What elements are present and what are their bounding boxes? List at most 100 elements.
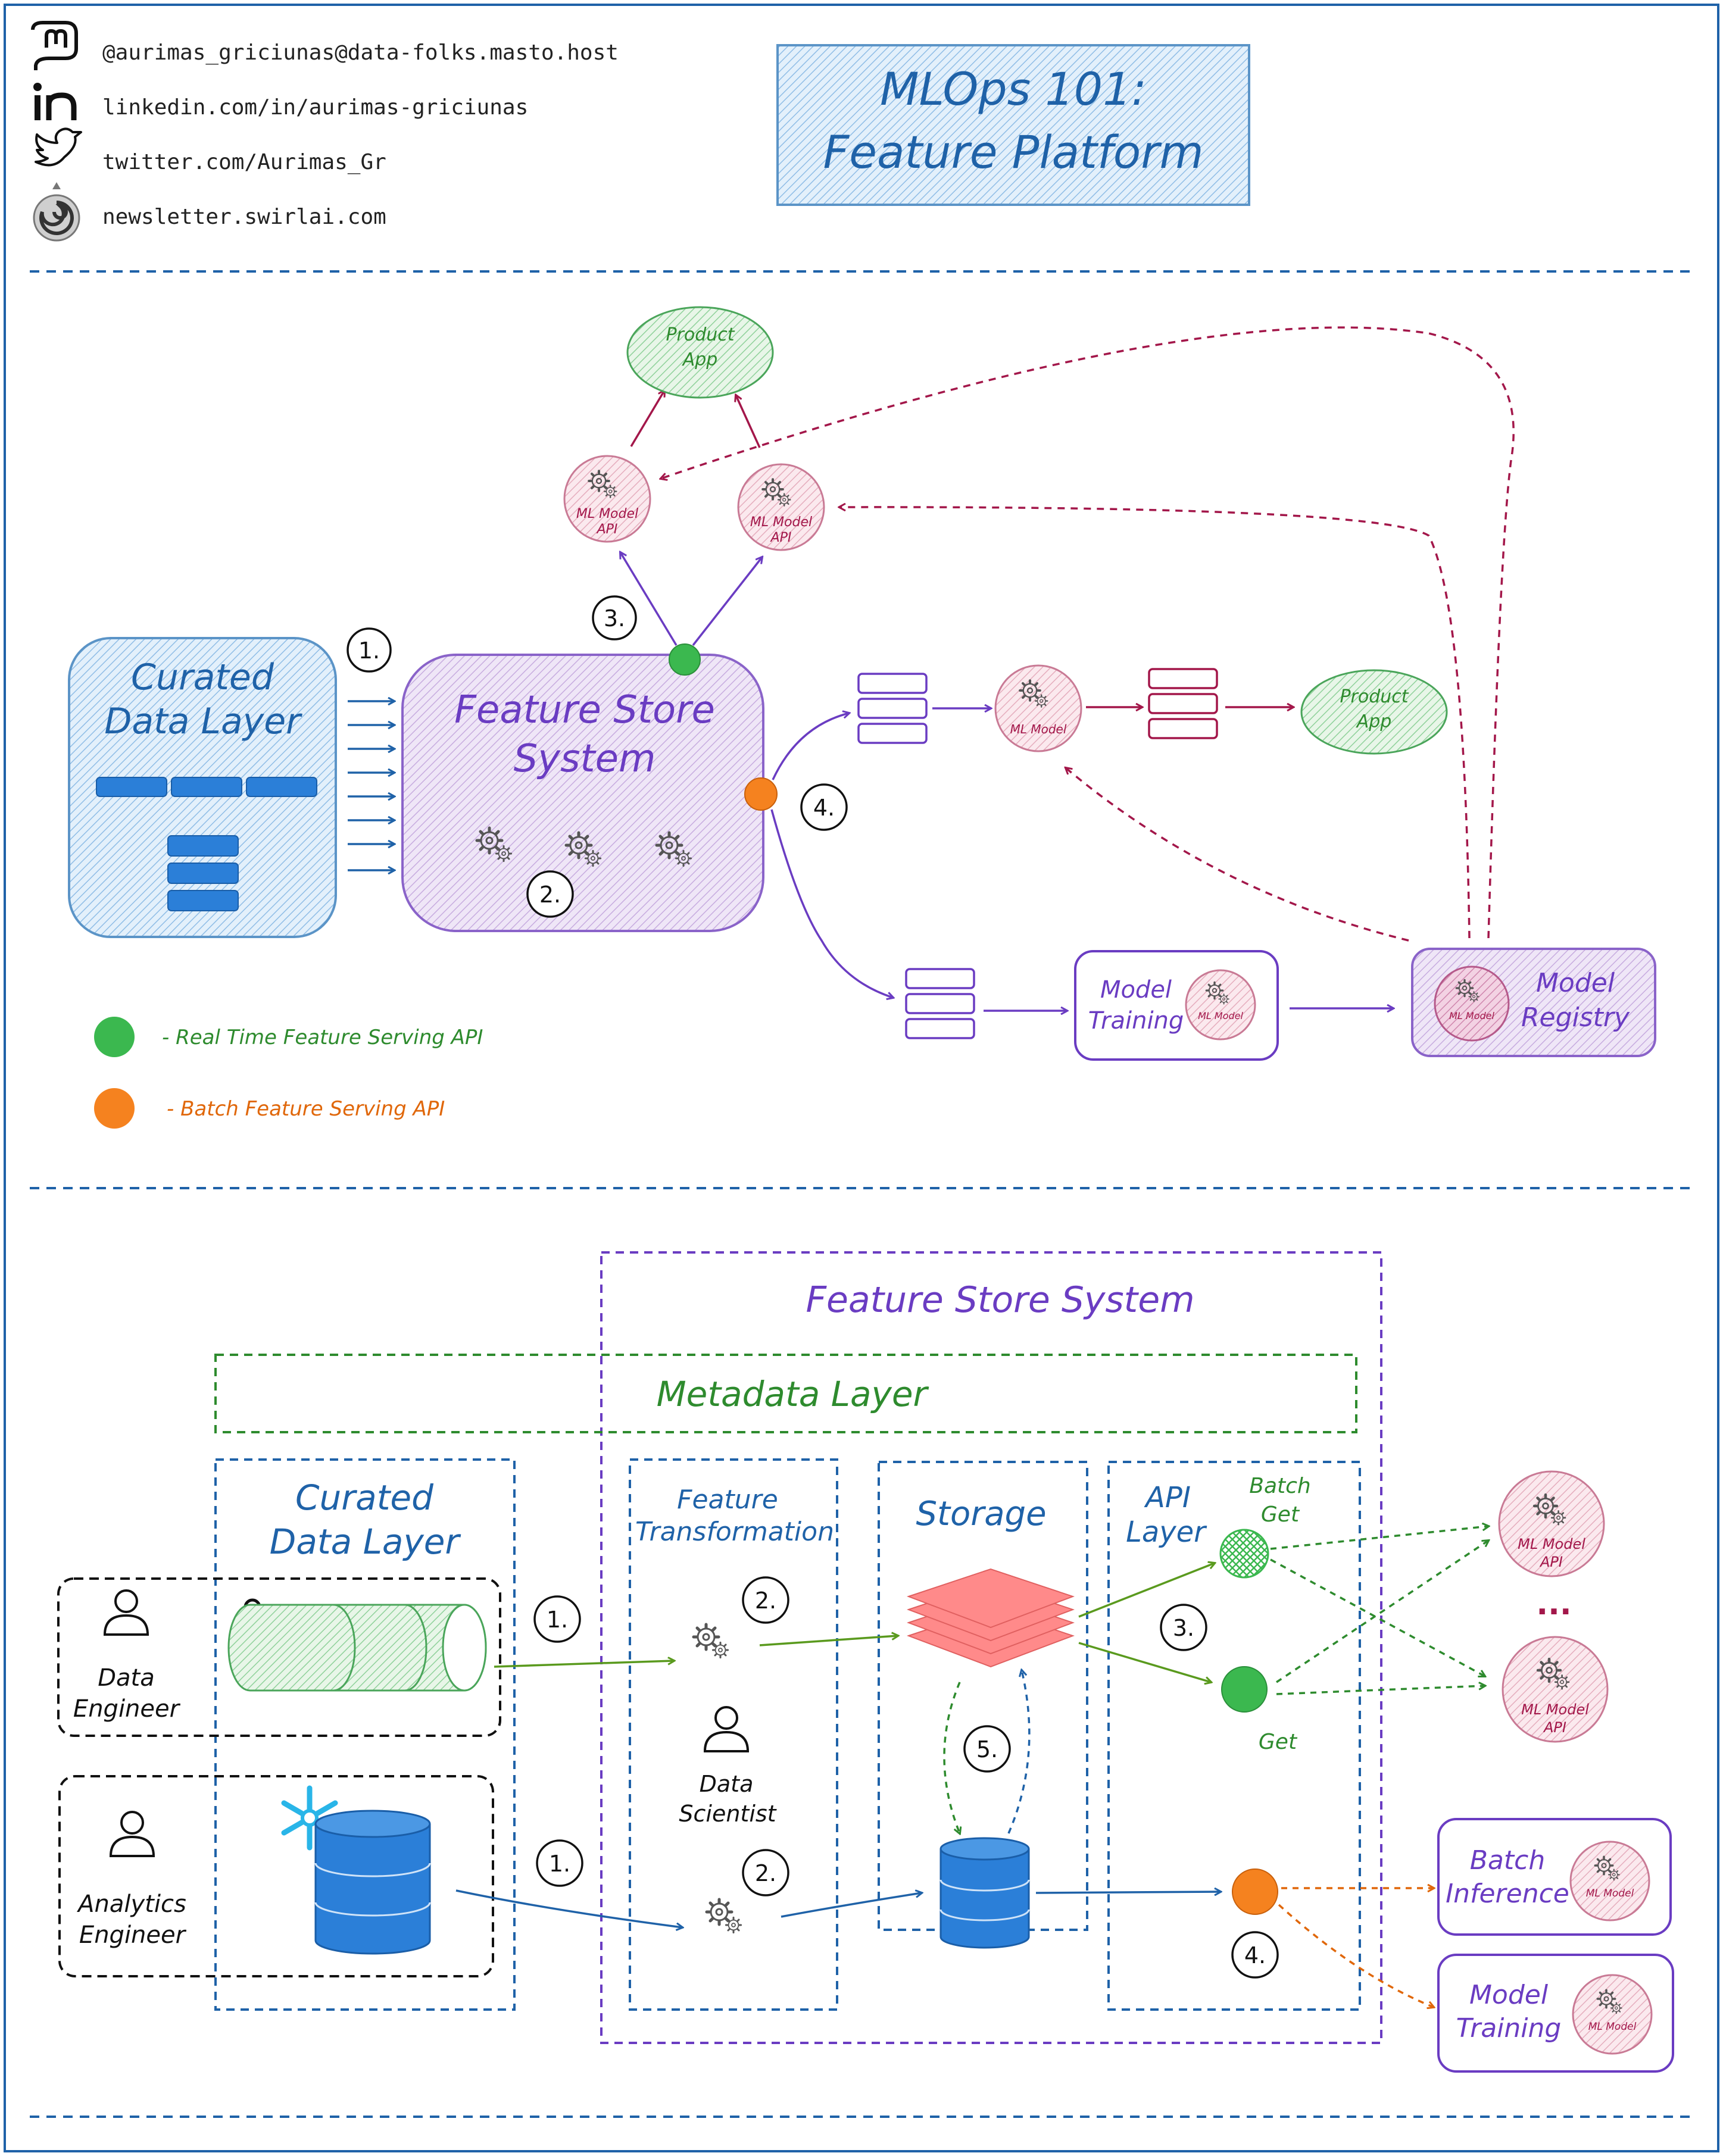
transform-to-online-storage-arrow xyxy=(759,1636,898,1646)
social-newsletter-text[interactable]: newsletter.swirlai.com xyxy=(102,205,386,229)
social-linkedin-text[interactable]: linkedin.com/in/aurimas-griciunas xyxy=(102,95,528,120)
more-models-ellipsis: ... xyxy=(1536,1586,1571,1622)
product-app-top: Product App xyxy=(626,306,774,399)
legend-realtime-text: - Real Time Feature Serving API xyxy=(162,1026,483,1049)
transform-to-offline-storage-arrow xyxy=(781,1893,922,1918)
realtime-api-dot xyxy=(669,643,701,676)
feature-store-system-bottom xyxy=(600,1251,1382,2044)
batch-get-endpoint xyxy=(1219,1529,1269,1579)
svg-text:4.: 4. xyxy=(813,795,835,821)
svg-text:ML Model: ML Model xyxy=(1518,1536,1585,1552)
svg-text:Batch: Batch xyxy=(1249,1474,1310,1498)
svg-text:Transformation: Transformation xyxy=(635,1517,834,1547)
step-4-bottom: 4. xyxy=(1231,1931,1279,1979)
step-1-bottom-b: 1. xyxy=(536,1839,583,1887)
legend-batch-text: - Batch Feature Serving API xyxy=(167,1097,445,1121)
data-engineer-box xyxy=(57,1577,501,1737)
social-twitter-text[interactable]: twitter.com/Aurimas_Gr xyxy=(102,150,386,174)
step-5-bottom: 5. xyxy=(963,1725,1011,1773)
stack-icon xyxy=(167,835,239,911)
svg-text:2.: 2. xyxy=(539,882,561,908)
ml-model-top: ML Model xyxy=(994,664,1082,752)
storage-layer xyxy=(878,1461,1088,1931)
svg-text:ML Model: ML Model xyxy=(576,507,638,521)
fss-top-line2: System xyxy=(514,737,656,781)
svg-text:Model: Model xyxy=(1469,1980,1549,2010)
svg-text:App: App xyxy=(1356,711,1392,732)
svg-text:Data: Data xyxy=(98,1664,155,1692)
svg-text:Analytics: Analytics xyxy=(76,1891,186,1918)
sync-up-arrow xyxy=(1007,1670,1031,1834)
storage-to-batch-get-arrow xyxy=(1078,1563,1215,1618)
svg-text:Product: Product xyxy=(1340,686,1409,707)
svg-text:Model: Model xyxy=(1536,968,1615,998)
step-2-bottom-b: 2. xyxy=(742,1849,789,1896)
offline-to-batch-api-arrow xyxy=(1035,1892,1221,1893)
analytics-engineer-box xyxy=(58,1775,494,1977)
step-1-top: 1. xyxy=(347,627,392,673)
batch-feature-endpoint xyxy=(1232,1868,1278,1915)
swirl-icon xyxy=(33,182,80,242)
offline-storage-database xyxy=(939,1837,1030,1949)
svg-text:Scientist: Scientist xyxy=(679,1801,777,1827)
curated-top-line2: Data Layer xyxy=(104,701,302,742)
svg-text:2.: 2. xyxy=(755,1860,776,1886)
svg-text:2.: 2. xyxy=(755,1588,776,1614)
step-2-bottom-a: 2. xyxy=(742,1576,789,1624)
social-links: @aurimas_griciunas@data-folks.masto.host… xyxy=(31,21,619,242)
ml-model-api-bottom-2: ML Model API xyxy=(1502,1636,1609,1743)
batch-stack-upper xyxy=(857,673,928,744)
step-4-top: 4. xyxy=(800,783,848,831)
svg-text:4.: 4. xyxy=(1244,1942,1266,1968)
stream-cylinder xyxy=(227,1604,487,1692)
svg-text:Training: Training xyxy=(1088,1007,1184,1035)
svg-text:1.: 1. xyxy=(358,638,380,664)
svg-text:Get: Get xyxy=(1261,1502,1300,1527)
title-line1: MLOps 101: xyxy=(880,63,1147,115)
curated-top-line1: Curated xyxy=(131,657,274,698)
analytics-engineer-icon xyxy=(110,1811,155,1857)
batch-api-dot xyxy=(744,777,778,811)
svg-text:Product: Product xyxy=(666,324,735,345)
batch-inference-box: Batch Inference ML Model xyxy=(1437,1818,1672,1936)
svg-text:Engineer: Engineer xyxy=(79,1921,187,1949)
svg-text:API: API xyxy=(1144,1481,1191,1514)
svg-text:Batch: Batch xyxy=(1470,1845,1545,1876)
svg-text:Curated: Curated xyxy=(295,1477,434,1518)
step-1-bottom-a: 1. xyxy=(533,1595,581,1643)
model-registry: ML Model Model Registry xyxy=(1411,948,1656,1057)
svg-text:Model: Model xyxy=(1100,976,1172,1004)
linkedin-icon xyxy=(33,83,77,120)
ml-model-api-top-2: ML Model API xyxy=(737,463,825,551)
legend: - Real Time Feature Serving API - Batch … xyxy=(94,1017,483,1129)
svg-text:API: API xyxy=(770,530,792,545)
svg-text:ML Model: ML Model xyxy=(1521,1701,1589,1718)
feature-transformation-layer xyxy=(629,1458,838,2011)
social-mastodon-text[interactable]: @aurimas_griciunas@data-folks.masto.host xyxy=(102,40,619,65)
ml-model-api-top-1: ML Model API xyxy=(563,455,651,543)
model-training-bottom-box: Model Training ML Model xyxy=(1437,1954,1674,2073)
online-storage-icon xyxy=(907,1568,1075,1668)
legend-batch-dot xyxy=(94,1088,135,1129)
svg-text:ML Model: ML Model xyxy=(750,515,812,530)
svg-text:1.: 1. xyxy=(549,1851,570,1877)
output-stack xyxy=(1148,668,1218,739)
realtime-arrows xyxy=(620,552,762,646)
data-engineer-icon xyxy=(104,1589,149,1636)
svg-text:ML Model: ML Model xyxy=(1588,2021,1637,2033)
warehouse-to-transform-arrow xyxy=(455,1889,682,1927)
registry-feedback-arrows xyxy=(661,326,1515,942)
svg-text:ML Model: ML Model xyxy=(1010,722,1067,736)
storage-to-get-arrow xyxy=(1078,1642,1211,1682)
data-scientist-icon xyxy=(704,1706,749,1752)
svg-text:Data: Data xyxy=(700,1771,754,1797)
batch-arrow-lower xyxy=(770,809,893,998)
api-to-app-arrows xyxy=(630,390,761,448)
outer-frame xyxy=(4,4,1719,2152)
svg-text:Feature: Feature xyxy=(677,1485,778,1515)
step-3-bottom: 3. xyxy=(1160,1604,1207,1651)
svg-text:App: App xyxy=(682,349,718,370)
ml-model-api-bottom-1: ML Model API xyxy=(1498,1470,1605,1577)
fss-top-line1: Feature Store xyxy=(454,688,715,732)
